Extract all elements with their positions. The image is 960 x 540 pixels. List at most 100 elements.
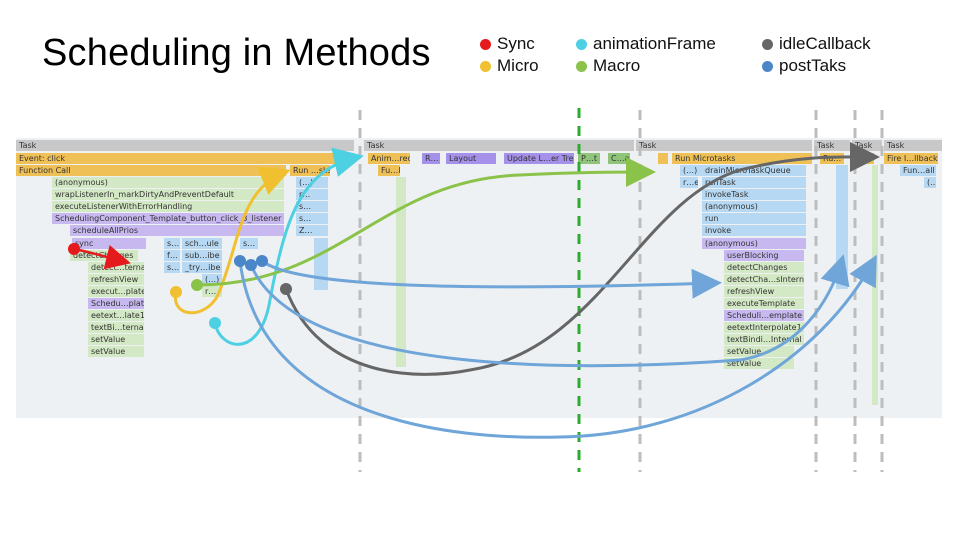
posttask-arrow [249,254,850,368]
recalc-block[interactable]: R… [422,153,440,164]
z-block[interactable]: Z… [296,225,328,236]
sync-arrow [73,245,131,270]
r-block[interactable]: r… [202,286,222,297]
set-value-block[interactable]: setValue [88,346,144,357]
posttask-origin-icon [245,259,257,271]
legend-item-sync: Sync [480,34,535,54]
legend-label: Sync [497,34,535,53]
animationframe-arrow [213,147,364,346]
set-value-block[interactable]: setValue [724,358,794,369]
anonymous-block[interactable]: (anonymous) [702,201,806,212]
run-block[interactable]: run [702,213,806,224]
execute-template-block[interactable]: executeTemplate [724,298,804,309]
interpolate-block[interactable]: eetextInterpolate1 [724,322,804,333]
run-microtasks-block[interactable]: Run Microtasks [672,153,812,164]
s-block[interactable]: s… [296,213,328,224]
paren-block[interactable]: (…) [202,274,222,285]
paren-block[interactable]: (…) [680,165,698,176]
f-block[interactable]: f… [164,250,180,261]
s-block[interactable]: s… [164,238,180,249]
event-click-block[interactable]: Event: click [16,153,354,164]
user-blocking-block[interactable]: userBlocking [724,250,804,261]
posttask-arrow [261,259,722,299]
function-call-block[interactable]: Fun…all [900,165,936,176]
s-block[interactable]: s… [296,201,328,212]
s-block[interactable]: s… [240,238,258,249]
subscribe-block[interactable]: sub…ibe [182,250,222,261]
fire-callback-block[interactable]: Fire I…llback [884,153,938,164]
refresh-view-block[interactable]: refreshView [88,274,144,285]
posttaks-dot-icon [762,60,773,72]
function-call-block[interactable]: Function Call [16,165,286,176]
legend-label: Micro [497,56,539,75]
micro-arrow [173,167,291,315]
task-block[interactable]: Task [636,140,812,151]
legend-item-micro: Micro [480,56,539,76]
idlecallback-dot-icon [762,38,773,50]
idlecallback-arrow [284,141,880,376]
micro-dot-icon [480,60,491,72]
scheduling-template-block[interactable]: Scheduli…emplate [724,310,804,321]
set-value-block[interactable]: setValue [88,334,144,345]
anonymous-block[interactable]: (anonymous) [52,177,284,188]
anonymous-block[interactable]: (anonymous) [702,238,806,249]
task-boundaries [358,110,884,472]
legend-item-animationframe: animationFrame [576,34,716,54]
interpolate-block[interactable]: eetext…late1 [88,310,144,321]
posttask-origin-icon [234,255,246,267]
legend-item-idlecallback: idleCallback [762,34,871,54]
invoke-block[interactable]: invoke [702,225,806,236]
s-block[interactable]: s… [164,262,180,273]
execute-listener-block[interactable]: executeListenerWithErrorHandling [52,201,284,212]
task-block[interactable]: Task [364,140,634,151]
animationframe-origin-icon [209,317,221,329]
legend-label: Macro [593,56,641,75]
anim-child-block[interactable] [396,177,406,367]
macro-dot-icon [576,60,587,72]
legend-label: idleCallback [779,34,871,53]
macro-origin-icon [191,279,203,291]
scheduling-template-block[interactable]: Schedu…plate [88,298,144,309]
small-block[interactable] [658,153,668,164]
set-value-block[interactable]: setValue [724,346,794,357]
execute-template-block[interactable]: execut…plate [88,286,144,297]
task-block[interactable]: Task [16,140,354,151]
posttask-arrow [238,254,877,439]
paren-block[interactable]: (…) [924,177,936,188]
legend-item-macro: Macro [576,56,640,76]
wrap-listener-block[interactable]: wrapListenerIn_markDirtyAndPreventDefaul… [52,189,284,200]
schedule-all-block[interactable]: scheduleAllPrios [70,225,284,236]
refresh-view-block[interactable]: refreshView [724,286,804,297]
sync-block[interactable]: sync [72,238,146,249]
run-task-block[interactable]: runTask [702,177,806,188]
task-block[interactable]: Task [884,140,942,151]
run-tasks-block[interactable]: Run …sks [290,165,330,176]
composite-block[interactable]: C…a [608,153,630,164]
sync-dot-icon [480,38,491,50]
schedule-block[interactable]: sch…ule [182,238,222,249]
template-block[interactable]: SchedulingComponent_Template_button_clic… [52,213,284,224]
idlecallback-origin-icon [280,283,292,295]
legend-label: animationFrame [593,34,716,53]
task-block[interactable]: Task [814,140,850,151]
detect-changes-block[interactable]: detectChanges [724,262,804,273]
layout-block[interactable]: Layout [446,153,496,164]
text-binding-block[interactable]: textBi…ternal [88,322,144,333]
try-subscribe-block[interactable]: _try…ibe [182,262,222,273]
micro-origin-icon [170,286,182,298]
posttask-origin-icon [256,255,268,267]
update-tree-block[interactable]: Update L…er Tree [504,153,574,164]
page-title: Scheduling in Methods [42,32,431,74]
anim-block[interactable]: Anim…red [368,153,410,164]
animationframe-dot-icon [576,38,587,50]
drain-microtask-block[interactable]: drainMicroTaskQueue [702,165,806,176]
invoke-task-block[interactable]: invokeTask [702,189,806,200]
sync-origin-icon [68,243,80,255]
r-block[interactable]: r…e [680,177,698,188]
macro-arrow [196,157,656,287]
function-call-block[interactable]: Fu…ll [378,165,400,176]
text-binding-block[interactable]: textBindi…Internal [724,334,804,345]
detect-internal-block[interactable]: detectCha…sInternal [724,274,804,285]
paint-block[interactable]: P…t [578,153,600,164]
